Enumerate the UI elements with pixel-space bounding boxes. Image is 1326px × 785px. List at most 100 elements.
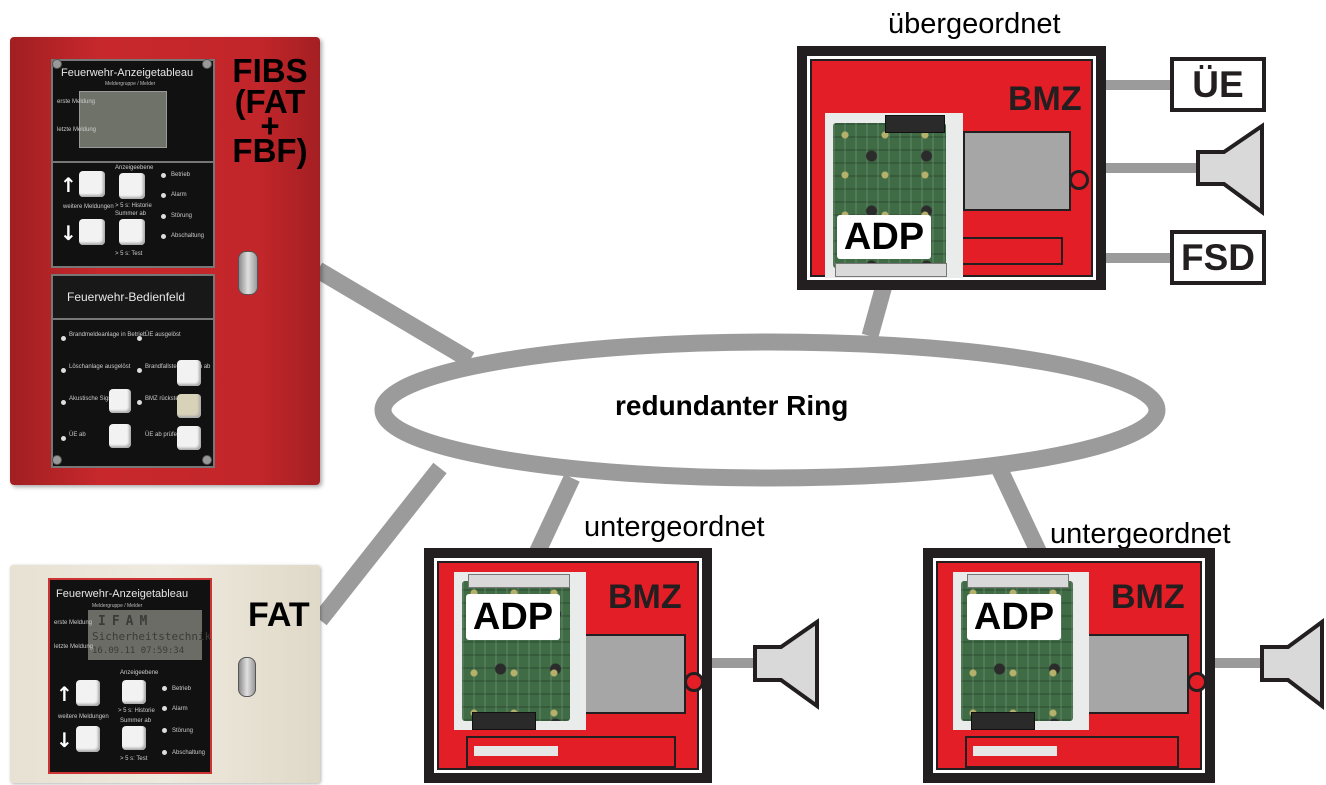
link-fat-ring xyxy=(313,462,447,626)
fibs-acoustic-label: Akustische Signale ab xyxy=(69,396,129,402)
bmz-left-slot-fill xyxy=(474,746,558,756)
fibs-ue-off-button[interactable] xyxy=(109,424,131,448)
bmz-left-slot xyxy=(466,736,676,768)
fat-buzzer-label: Summer ab xyxy=(120,718,152,724)
fibs-alarm-label: Alarm xyxy=(171,192,187,198)
fibs-up-button[interactable] xyxy=(79,171,105,197)
fat-operation-label: Betrieb xyxy=(172,686,192,692)
link-ring-bmz-right xyxy=(992,466,1048,559)
arrow-up-icon: ↑ xyxy=(60,173,77,197)
fibs-display-panel-subtitle: Meldergruppe / Melder xyxy=(105,81,156,87)
fibs-acoustic-button[interactable] xyxy=(109,389,131,413)
fibs-first-label: erste Meldung xyxy=(57,99,96,105)
fibs-led-extinguish xyxy=(61,368,66,373)
fibs-ue-test-button[interactable] xyxy=(177,426,201,450)
fibs-ue-label: ÜE ausgelöst xyxy=(145,332,181,338)
fat-level-label: Anzeigeebene xyxy=(120,670,159,676)
fat-nav-label: weitere Meldungen xyxy=(58,714,109,720)
fat-lcd-brand: IFAM xyxy=(98,614,154,629)
arrow-down-icon: ↓ xyxy=(60,221,77,245)
fibs-led-disable xyxy=(161,234,166,239)
fibs-led-bfs xyxy=(137,368,142,373)
fibs-fault-label: Störung xyxy=(171,213,193,219)
fibs-level-button[interactable] xyxy=(119,173,145,199)
bmz-top-display xyxy=(963,131,1071,211)
fibs-led-reset xyxy=(137,400,142,405)
fat-level-button[interactable] xyxy=(122,680,146,704)
bmz-top-title: BMZ xyxy=(1008,80,1082,118)
fibs-label-line-3: + xyxy=(260,107,280,144)
adp-board-top: ADP xyxy=(825,113,963,278)
fibs-reset-button[interactable] xyxy=(177,394,201,418)
fat-panel: Feuerwehr-Anzeigetableau Meldergruppe / … xyxy=(48,578,212,774)
fibs-last-label: letzte Meldung xyxy=(57,127,97,133)
bmz-left-title: BMZ xyxy=(608,578,682,616)
bmz-right-led xyxy=(1187,672,1207,692)
fat-panel-subtitle: Meldergruppe / Melder xyxy=(92,603,143,609)
fat-cabinet: Feuerwehr-Anzeigetableau Meldergruppe / … xyxy=(10,565,320,783)
fibs-led-fault xyxy=(161,214,166,219)
fibs-label-line-2: (FAT xyxy=(234,83,306,120)
screw xyxy=(52,59,62,69)
fat-test-label: > 5 s: Test xyxy=(120,756,148,762)
adp-right-label: ADP xyxy=(967,594,1061,640)
bmz-top-panel: BMZ ADP xyxy=(797,46,1106,290)
bmz-left-led xyxy=(684,672,704,692)
fat-alarm-label: Alarm xyxy=(172,706,188,712)
siren-icon-left xyxy=(753,618,819,710)
screw xyxy=(52,455,62,465)
fat-down-button[interactable] xyxy=(76,726,100,752)
fat-up-button[interactable] xyxy=(76,680,100,706)
bmz-left-display xyxy=(582,634,686,714)
bmz-top-role: übergeordnet xyxy=(888,8,1061,40)
fibs-led-ue xyxy=(137,336,142,341)
adp-left-label: ADP xyxy=(466,594,560,640)
fibs-ue-test-label: ÜE ab prüfen xyxy=(145,432,181,438)
fibs-bfs-button[interactable] xyxy=(177,360,201,386)
fibs-display-panel-title: Feuerwehr-Anzeigetableau xyxy=(61,67,194,79)
fibs-bma-label: Brandmeldeanlage in Betrieb xyxy=(69,332,147,338)
fat-buzzer-button[interactable] xyxy=(122,726,146,750)
fibs-nav-label: weitere Meldungen xyxy=(63,204,114,210)
fibs-label-line-1: FIBS xyxy=(232,52,308,89)
fat-history-label: > 5 s: Historie xyxy=(118,708,155,714)
fibs-ue-off-label: ÜE ab xyxy=(69,432,86,438)
fsd-box: FSD xyxy=(1170,230,1266,285)
ring-label: redundanter Ring xyxy=(615,390,849,421)
bmz-right-panel: BMZ ADP xyxy=(923,548,1215,783)
fat-led-alarm xyxy=(162,706,167,711)
fibs-extinguish-label: Löschanlage ausgelöst xyxy=(69,364,131,370)
fibs-control-panel-title: Feuerwehr-Bedienfeld xyxy=(67,290,186,304)
fat-led-disable xyxy=(162,750,167,755)
bmz-top-led xyxy=(1069,170,1089,190)
fat-led-fault xyxy=(162,728,167,733)
fat-lcd: IFAM Sicherheitstechnik 16.09.11 07:59:3… xyxy=(88,610,211,660)
fat-disable-label: Abschaltung xyxy=(172,750,206,756)
fat-label: FAT xyxy=(248,596,310,634)
fibs-label: FIBS (FAT + FBF) xyxy=(220,52,320,169)
bmz-top-slot xyxy=(947,237,1063,265)
fibs-down-button[interactable] xyxy=(79,219,105,245)
fat-last-label: letzte Meldung xyxy=(54,644,94,650)
fibs-label-line-4: FBF) xyxy=(232,132,308,169)
link-fibs-ring xyxy=(313,262,475,368)
fibs-reset-label: BMZ rückstellen xyxy=(145,396,189,402)
fibs-led-operation xyxy=(161,173,166,178)
arrow-up-icon: ↑ xyxy=(56,682,73,706)
fibs-history-label: > 5 s: Historie xyxy=(115,203,152,209)
fibs-operation-label: Betrieb xyxy=(171,172,191,178)
fibs-led-bma xyxy=(61,336,66,341)
fibs-level-label: Anzeigeebene xyxy=(115,165,154,171)
arrow-down-icon: ↓ xyxy=(56,728,73,752)
bmz-right-slot-fill xyxy=(973,746,1057,756)
fibs-led-ue-off xyxy=(61,436,66,441)
fibs-led-acoustic xyxy=(61,400,66,405)
key-lock-icon xyxy=(238,657,256,697)
adp-top-label: ADP xyxy=(837,215,931,259)
key-lock-icon xyxy=(238,251,258,295)
fibs-buzzer-button[interactable] xyxy=(119,219,145,245)
fibs-lcd xyxy=(79,91,167,148)
fibs-led-alarm xyxy=(161,193,166,198)
